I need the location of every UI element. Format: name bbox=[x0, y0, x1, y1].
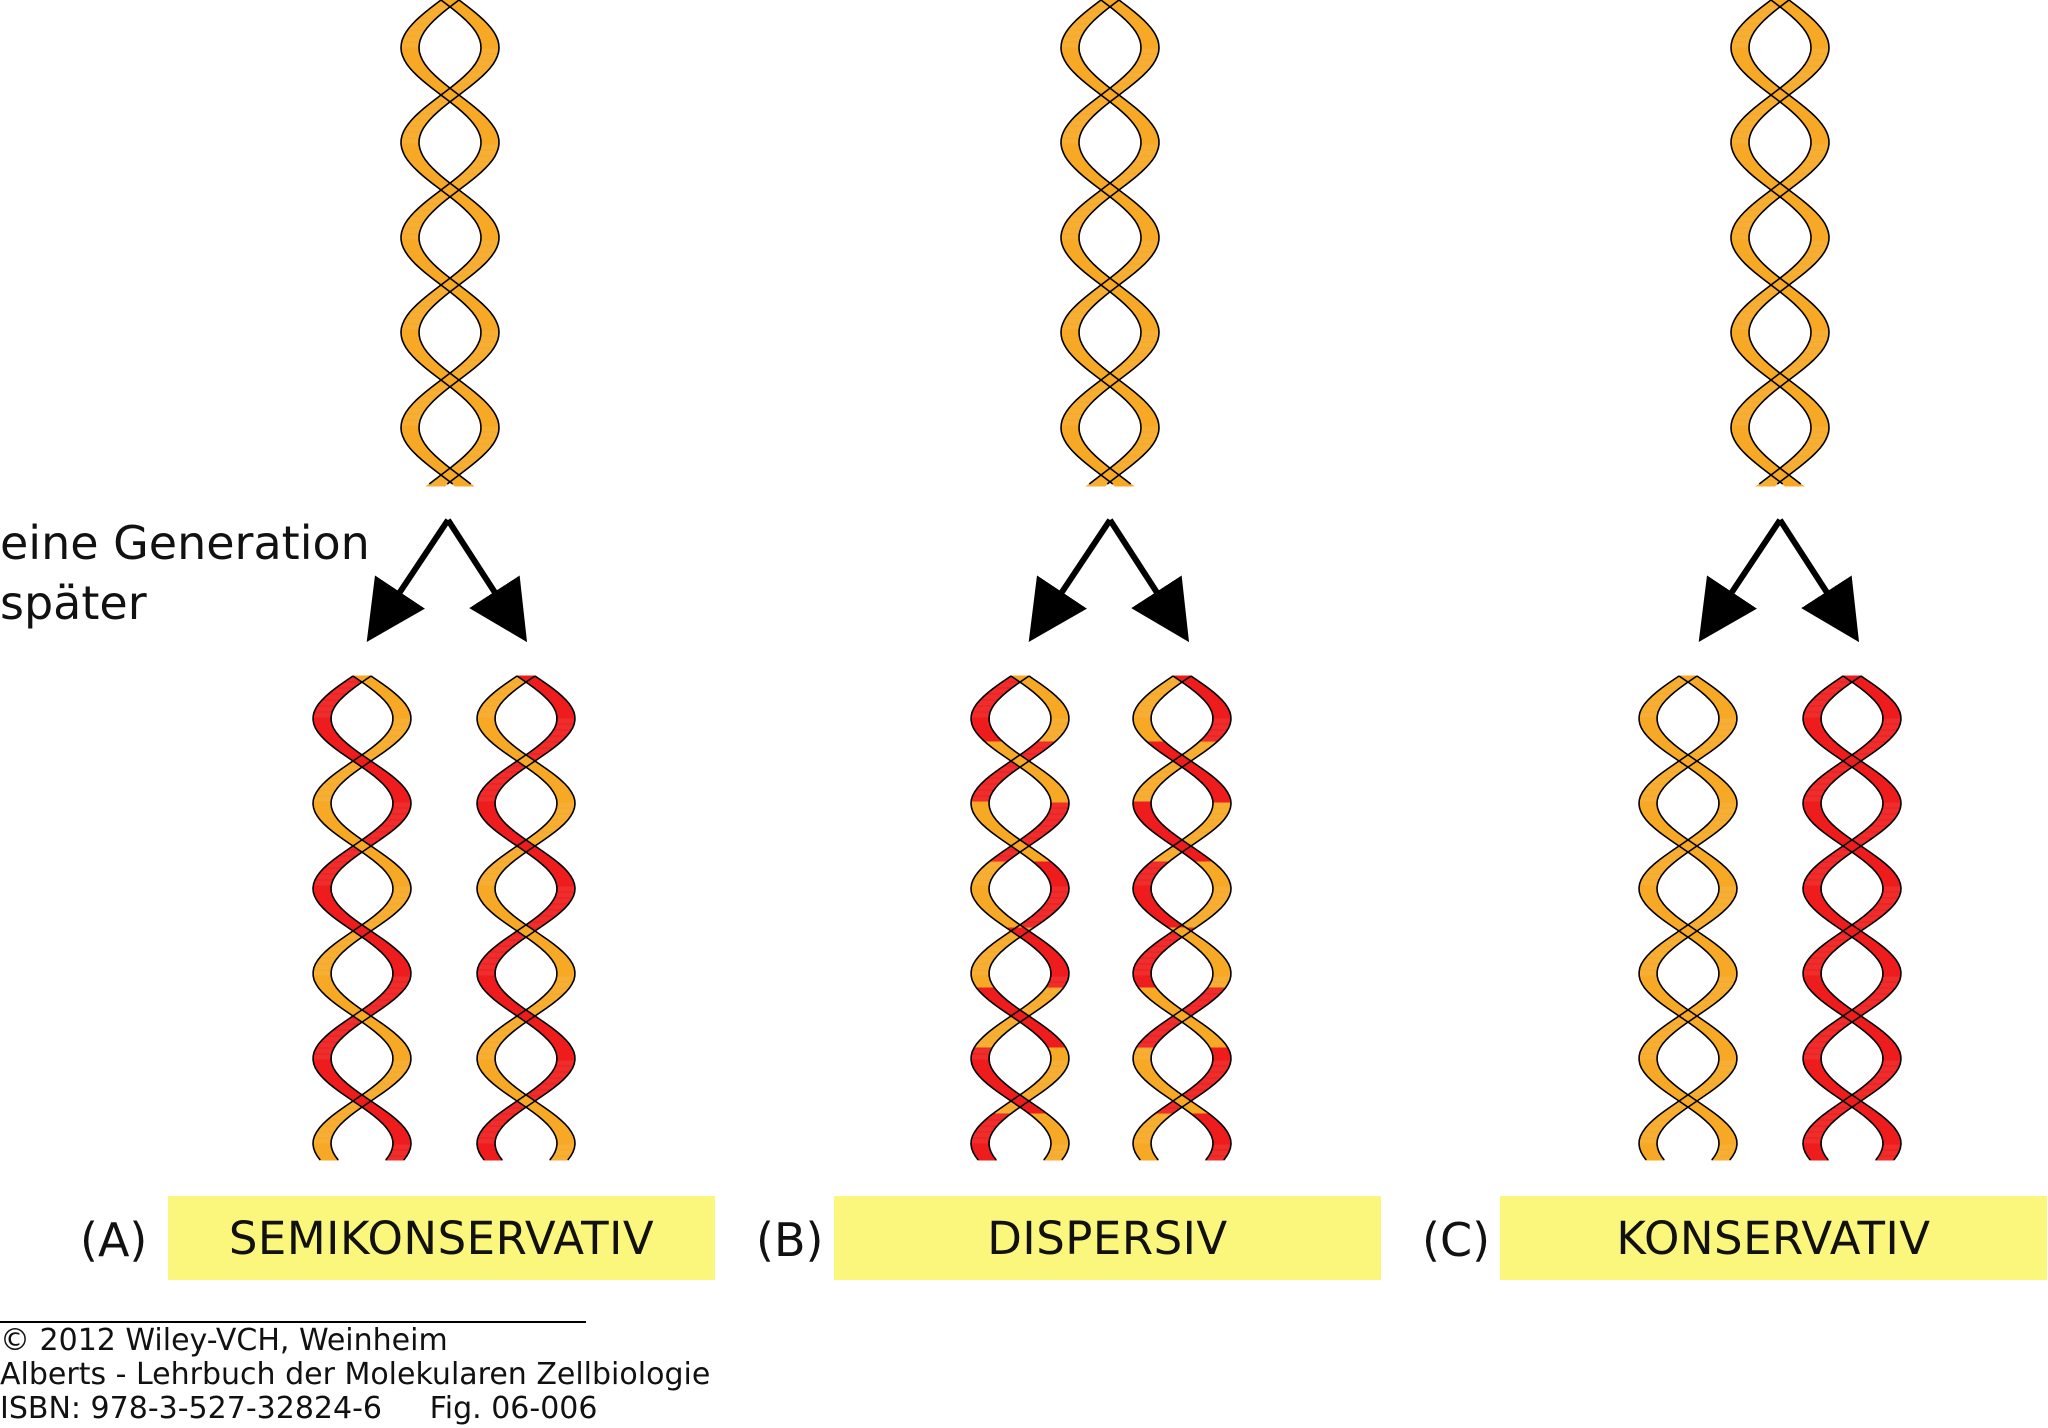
arrow-right-c bbox=[1777, 518, 1860, 643]
model-b-label: DISPERSIV bbox=[987, 1211, 1228, 1265]
daughter-helix-b1 bbox=[970, 675, 1070, 1161]
arrow-left-a bbox=[366, 518, 451, 642]
daughter-helix-c2 bbox=[1802, 675, 1902, 1161]
footer-rule bbox=[0, 1321, 586, 1323]
parent-helix-c bbox=[1730, 0, 1830, 487]
model-c-label-box: KONSERVATIV bbox=[1500, 1196, 2047, 1280]
arrow-left-c bbox=[1698, 518, 1783, 642]
daughter-helix-a1 bbox=[312, 675, 412, 1161]
model-a-label-box: SEMIKONSERVATIV bbox=[168, 1196, 715, 1280]
generation-label-line1: eine Generation bbox=[0, 516, 370, 570]
arrow-pair-c bbox=[1698, 518, 1860, 643]
daughter-helix-b2 bbox=[1132, 675, 1232, 1161]
arrow-right-b bbox=[1107, 518, 1190, 643]
arrow-pair-b bbox=[1028, 518, 1190, 643]
panel-b-letter: (B) bbox=[756, 1213, 824, 1267]
footer-book-title: Alberts - Lehrbuch der Molekularen Zellb… bbox=[0, 1357, 711, 1392]
daughter-helix-a2 bbox=[476, 675, 576, 1161]
model-c-label: KONSERVATIV bbox=[1616, 1211, 1931, 1265]
arrow-right-a bbox=[445, 518, 528, 643]
panel-a-letter: (A) bbox=[80, 1213, 148, 1267]
arrow-pair-a bbox=[366, 518, 528, 643]
generation-label-line2: später bbox=[0, 576, 147, 630]
parent-helix-a bbox=[400, 0, 500, 487]
daughter-helix-c1 bbox=[1638, 675, 1738, 1161]
footer-isbn-figure: ISBN: 978-3-527-32824-6 Fig. 06-006 bbox=[0, 1391, 598, 1426]
model-a-label: SEMIKONSERVATIV bbox=[228, 1211, 655, 1265]
arrow-left-b bbox=[1028, 518, 1113, 642]
panel-c-letter: (C) bbox=[1422, 1213, 1491, 1267]
parent-helix-b bbox=[1060, 0, 1160, 487]
model-b-label-box: DISPERSIV bbox=[834, 1196, 1381, 1280]
footer-copyright: © 2012 Wiley-VCH, Weinheim bbox=[0, 1323, 448, 1358]
